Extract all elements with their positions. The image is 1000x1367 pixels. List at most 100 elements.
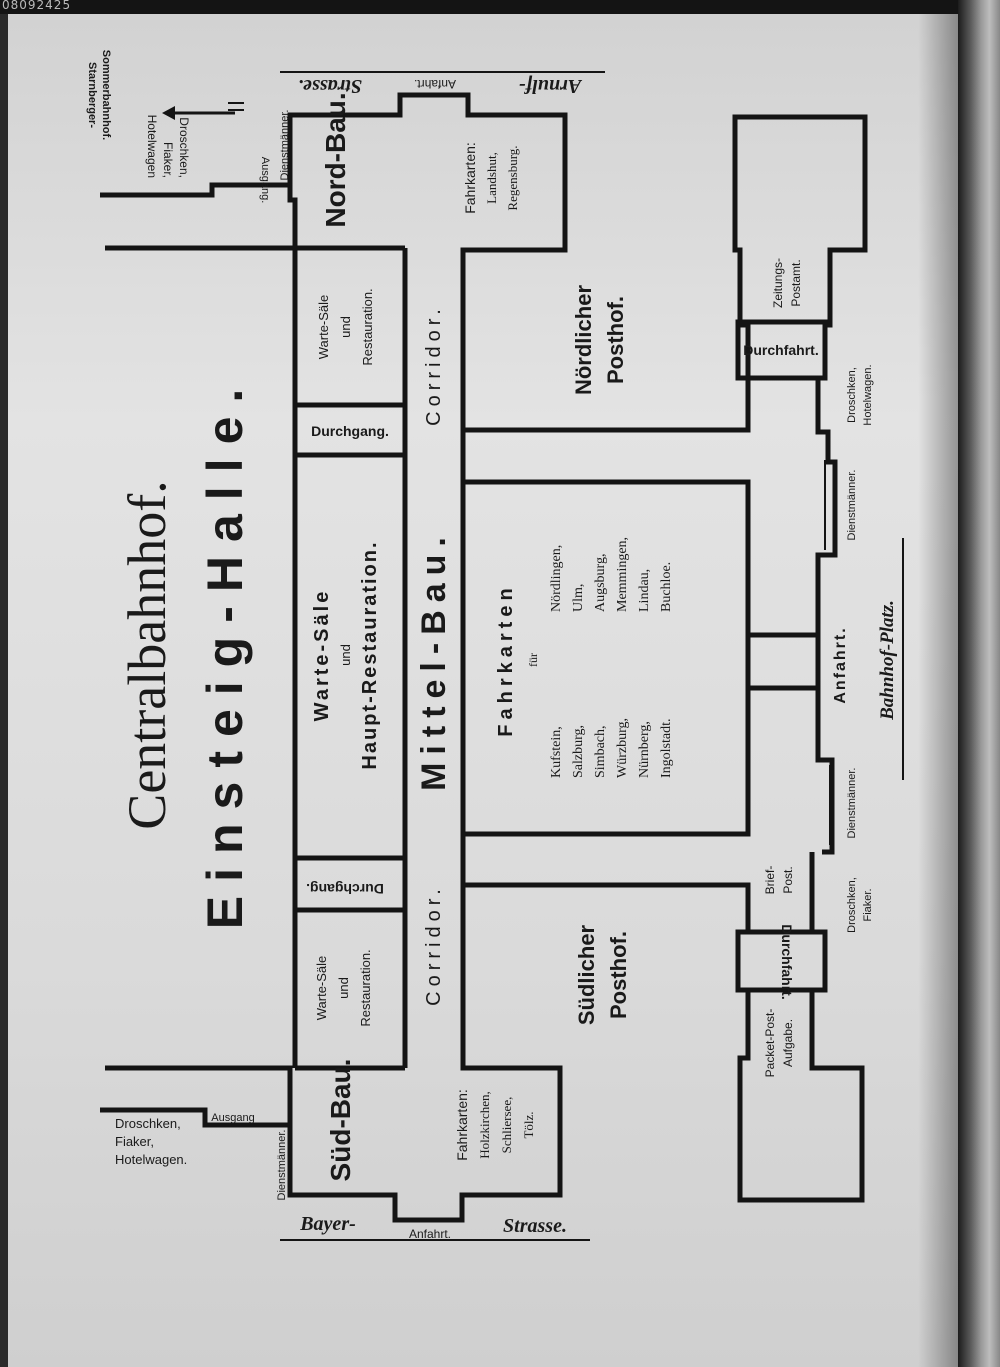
posthof-sued-l1: Südlicher xyxy=(574,924,599,1025)
droschken-sued-text: Droschken, Fiaker. xyxy=(846,877,874,933)
fahrkarten-nord-l1: Fahrkarten: xyxy=(462,142,478,214)
scan-id: 08092425 xyxy=(2,0,72,12)
fahrkarten-nord-l2: Landshut, xyxy=(484,152,499,204)
durchgang-nord-label: Durchgang. xyxy=(311,423,389,439)
einsteig-halle-label: Einsteig-Halle. xyxy=(197,375,253,930)
packet-post-text: Packet-Post- Aufgabe. xyxy=(763,1009,795,1078)
fahrkarten-sued-l3: Schliersee, xyxy=(499,1097,514,1154)
bayer-strasse-label: Strasse. xyxy=(503,1215,567,1237)
durchfahrt-nord-box xyxy=(735,319,828,381)
top-scan-strip: 08092425 xyxy=(0,0,1000,14)
warte-haupt-l2: und xyxy=(338,644,353,666)
dest-nuernberg: Nürnberg, xyxy=(637,721,652,778)
fahrkarten-nord-text: Fahrkarten: Landshut, Regensburg. xyxy=(462,142,520,214)
bayer-street-label: Bayer- xyxy=(299,1213,356,1235)
bahnhof-platz-label: Bahnhof-Platz. xyxy=(877,600,898,721)
droschken-nord-text: Droschken, Hotelwagen. xyxy=(846,364,874,425)
fahrkarten-sued-text: Fahrkarten: Holzkirchen, Schliersee, Töl… xyxy=(454,1089,536,1161)
packet-l1: Packet-Post- xyxy=(763,1009,777,1078)
ausgang-north-label: Ausgang. xyxy=(259,157,271,203)
warte-sued-l2: und xyxy=(336,977,351,999)
dest-memmingen: Memmingen, xyxy=(615,537,630,612)
starnberger-l1: Starnberger- xyxy=(86,62,98,128)
dest-buchloe: Buchloe. xyxy=(659,562,674,612)
mittel-bau-label: Mittel-Bau. xyxy=(415,529,453,791)
droschken-north-l2: Fiaker, xyxy=(161,142,175,178)
dienstmaenner-south-label: Dienstmänner. xyxy=(276,1130,288,1201)
posthof-nord-text: Nördlicher Posthof. xyxy=(571,285,628,395)
warte-nord-room xyxy=(292,245,405,1071)
droschken-south-text: Droschken, Fiaker, Hotelwagen. xyxy=(115,1116,187,1167)
anfahrt-sued-label: Anfahrt. xyxy=(409,1227,451,1241)
droschken-north-text: Droschken, Fiaker, Hotelwagen xyxy=(145,115,191,178)
anfahrt-nord-label: Anfahrt. xyxy=(414,77,456,91)
ausgang-south-label: Ausgang xyxy=(211,1112,254,1124)
dest-salzburg: Salzburg, xyxy=(571,725,586,778)
dest-lindau: Lindau, xyxy=(637,569,652,612)
warte-haupt-l1: Warte-Säle xyxy=(311,589,333,722)
warte-sued-text: Warte-Säle und Restauration. xyxy=(314,949,373,1026)
warte-haupt-text: Warte-Säle und Haupt-Restauration. xyxy=(311,540,381,769)
zeitungs-l2: Postamt. xyxy=(789,259,803,306)
fahrkarten-col2: Nördlingen, Ulm, Augsburg, Memmingen, Li… xyxy=(549,537,674,612)
brief-post-text: Brief- Post. xyxy=(763,866,795,895)
dest-noerdlingen: Nördlingen, xyxy=(549,545,564,612)
posthof-nord-l1: Nördlicher xyxy=(571,285,596,395)
warte-nord-l3: Restauration. xyxy=(360,288,375,365)
durchfahrt-sued-box xyxy=(735,929,828,993)
warte-sued-l3: Restauration. xyxy=(358,949,373,1026)
sued-exit-wall xyxy=(100,1107,290,1128)
posthof-sued-l2: Posthof. xyxy=(606,931,631,1019)
zeitungs-l1: Zeitungs- xyxy=(771,258,785,308)
droschken-sued-l2: Fiaker. xyxy=(862,888,874,921)
warte-haupt-l3: Haupt-Restauration. xyxy=(359,540,381,769)
droschken-south-l1: Droschken, xyxy=(115,1116,181,1131)
arrow-to-sommerbahnhof-icon xyxy=(162,102,244,120)
fahrkarten-sued-l4: Tölz. xyxy=(521,1111,536,1138)
warte-nord-l2: und xyxy=(338,316,353,338)
posthof-sued-text: Südlicher Posthof. xyxy=(574,924,631,1025)
nord-exit-wall xyxy=(100,182,290,198)
dest-wuerzburg: Würzburg, xyxy=(615,718,630,778)
warte-nord-l1: Warte-Säle xyxy=(316,295,331,360)
dienstmaenner-north-label: Dienstmänner. xyxy=(279,110,291,181)
packet-l2: Aufgabe. xyxy=(781,1019,795,1067)
dienstmaenner-nord-label: Dienstmänner. xyxy=(846,470,858,541)
droschken-nord-l2: Hotelwagen. xyxy=(862,364,874,425)
fahrkarten-fuer: für xyxy=(526,653,540,667)
durchfahrt-sued-label: Durchfahrt. xyxy=(779,924,795,999)
droschken-sued-l1: Droschken, xyxy=(846,877,858,933)
dest-ingolstadt: Ingolstadt. xyxy=(659,719,674,779)
zeitungs-postamt-text: Zeitungs- Postamt. xyxy=(771,258,803,308)
brief-l1: Brief- xyxy=(763,866,777,895)
fahrkarten-sued-l2: Holzkirchen, xyxy=(477,1091,492,1159)
dienstmaenner-sued-label: Dienstmänner. xyxy=(846,768,858,839)
brief-l2: Post. xyxy=(781,866,795,893)
arnulf-street-label: Arnulf- xyxy=(519,75,583,97)
posthof-nord-l2: Posthof. xyxy=(603,296,628,384)
fahrkarten-col1: Kufstein, Salzburg, Simbach, Würzburg, N… xyxy=(549,718,674,778)
durchgang-sued-label: Durchgang. xyxy=(306,881,384,897)
dest-augsburg: Augsburg, xyxy=(593,554,608,612)
droschken-south-l3: Hotelwagen. xyxy=(115,1152,187,1167)
nord-bau-label: Nord-Bau. xyxy=(320,92,351,227)
plan-title: Centralbahnhof. xyxy=(117,480,177,829)
arnulf-strasse-label: Strasse. xyxy=(298,75,362,97)
durchfahrt-nord-label: Durchfahrt. xyxy=(743,342,818,358)
droschken-north-l1: Droschken, xyxy=(177,117,191,178)
corridor-label-nord: Corridor. xyxy=(423,304,445,426)
droschken-nord-l1: Droschken, xyxy=(846,367,858,423)
sued-bau-label: Süd-Bau. xyxy=(325,1059,356,1182)
droschken-south-l2: Fiaker, xyxy=(115,1134,154,1149)
warte-nord-text: Warte-Säle und Restauration. xyxy=(316,288,375,365)
dienstmaenner-ticks xyxy=(824,460,831,845)
anfahrt-platz-label: Anfahrt. xyxy=(832,626,849,703)
fahrkarten-sued-l1: Fahrkarten: xyxy=(454,1089,470,1161)
book-binding xyxy=(958,0,1000,1367)
dest-ulm: Ulm, xyxy=(571,584,586,612)
fahrkarten-nord-l3: Regensburg. xyxy=(505,145,520,210)
fahrkarten-heading: Fahrkarten xyxy=(495,583,517,736)
starnberger-text: Starnberger- Sommerbahnhof. xyxy=(86,50,112,140)
starnberger-l2: Sommerbahnhof. xyxy=(100,50,112,140)
